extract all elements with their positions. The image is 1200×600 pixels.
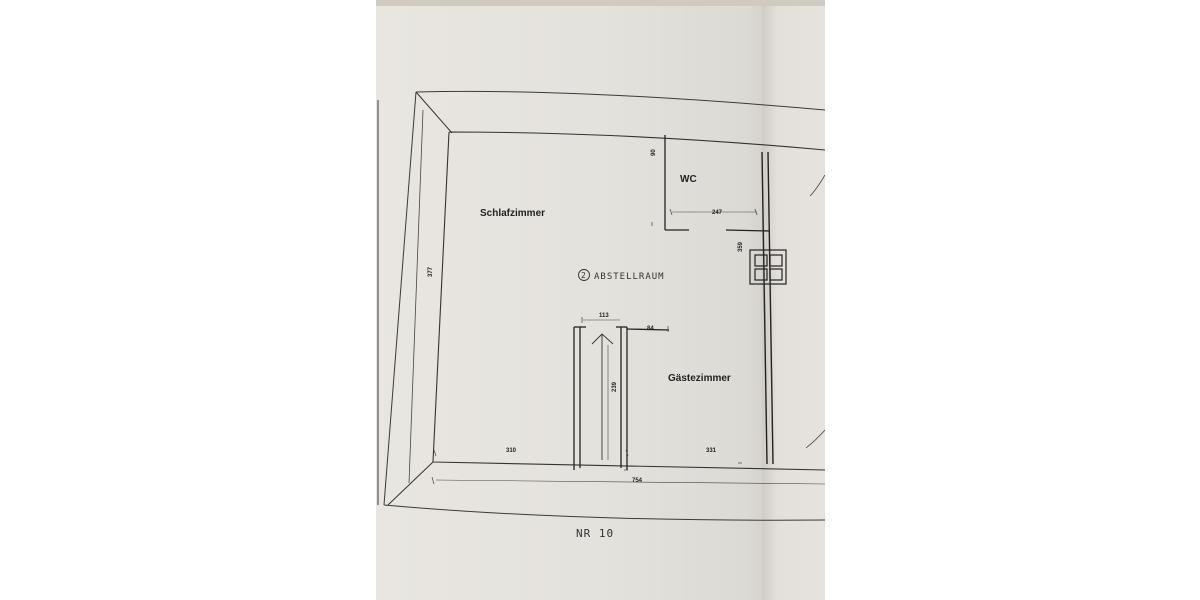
dim-corridor-length: 239 — [612, 381, 618, 392]
right-page — [762, 0, 825, 600]
dim-corridor-width: 113 — [599, 313, 609, 319]
dim-left-height: 377 — [428, 266, 434, 277]
diag-top-left — [415, 91, 453, 134]
room-label-wc: WC — [680, 174, 697, 185]
room-label-gaestezimmer: Gästezimmer — [668, 373, 731, 384]
dim-bottom-right: 331 — [706, 448, 717, 454]
page-edge — [376, 0, 825, 6]
dim-door-offset: 84 — [647, 326, 654, 332]
room-number-label: 2 — [581, 271, 586, 280]
corridor-arrow — [591, 333, 614, 460]
right-page-arc — [805, 174, 825, 449]
room-label-abstellraum: ABSTELLRAUM — [594, 272, 665, 282]
room-number-circle — [578, 269, 590, 281]
bottom-dim-line — [435, 479, 825, 485]
floor-plan: Schlafzimmer WC Gästezimmer 2 ABSTELLRAU… — [377, 90, 825, 540]
dim-wc-height: 359 — [738, 241, 744, 252]
dim-wc-width: 247 — [712, 210, 723, 216]
room-label-schlafzimmer: Schlafzimmer — [480, 208, 545, 219]
corridor-walls — [573, 326, 670, 470]
left-dim-line — [408, 109, 424, 484]
right-wall-b — [767, 151, 774, 465]
window-symbol — [749, 249, 787, 285]
dim-bottom-left: 310 — [506, 448, 517, 454]
plan-photo: Schlafzimmer WC Gästezimmer 2 ABSTELLRAU… — [376, 0, 825, 600]
left-page — [376, 0, 778, 600]
outer-frame — [377, 90, 825, 521]
dim-wc-top: 90 — [651, 149, 657, 156]
dim-total-width: 754 — [632, 478, 643, 484]
plan-number: NR 10 — [576, 527, 614, 540]
right-wall-a — [761, 151, 768, 465]
dimension-ticks — [431, 208, 758, 485]
diag-bottom-left — [387, 461, 434, 506]
